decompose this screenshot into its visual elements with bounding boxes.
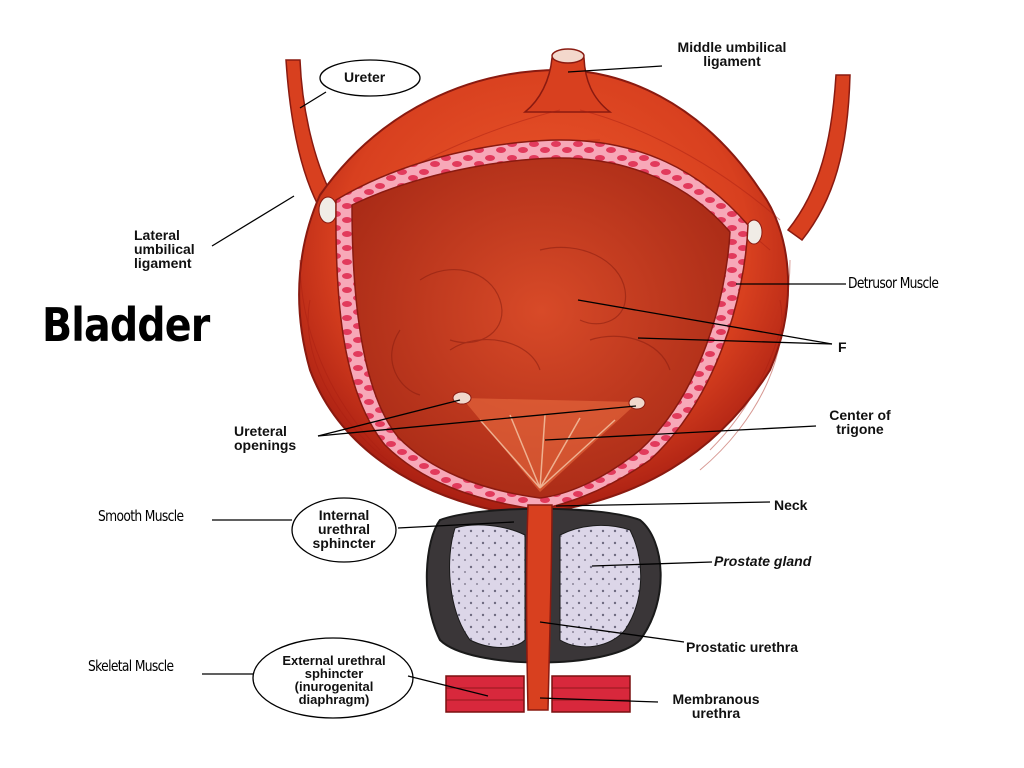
leader-ureteral-1 (317, 399, 461, 437)
external-sphincter-left (445, 675, 525, 713)
bladder-lumen (351, 157, 731, 499)
leader-middle-ligament (567, 65, 663, 73)
page-title: Bladder (42, 298, 210, 352)
leader-neck (555, 501, 771, 507)
label-ureter: Ureter (344, 69, 386, 85)
label-skeletal-muscle: Skeletal Muscle (88, 657, 174, 675)
label-middle-umbilical-ligament: Middle umbilical ligament (677, 39, 787, 69)
leader-ureter (299, 91, 327, 109)
left-ureteral-opening (452, 391, 472, 405)
trigone (462, 398, 638, 492)
label-membranous-urethra: Membranous urethra (672, 691, 760, 721)
label-prostate-gland: Prostate gland (714, 553, 812, 569)
leader-ureteral-2 (317, 405, 637, 437)
label-external-urethral-sphincter: External urethral sphincter (inurogenita… (282, 653, 386, 707)
prostate-right-lobe (559, 525, 642, 648)
left-lateral-umbilical-ligament (318, 196, 338, 224)
leader-f-1 (577, 299, 833, 345)
label-lateral-umbilical-ligament: Lateral umbilical ligament (134, 227, 195, 271)
label-ureteral-openings: Ureteral openings (234, 423, 297, 453)
label-neck: Neck (774, 497, 808, 513)
leader-lateral-ligament (211, 195, 295, 247)
ureter-callout (319, 59, 421, 97)
right-ureteral-opening (628, 396, 646, 410)
leader-membranous (539, 697, 659, 703)
internal-sphincter-callout (291, 497, 397, 563)
leader-f-2 (637, 337, 833, 345)
left-ureter (285, 59, 333, 207)
label-detrusor-muscle: Detrusor Muscle (848, 274, 939, 292)
external-sphincter-right (551, 675, 631, 713)
leader-trigone (544, 425, 817, 441)
leader-prostate (591, 561, 713, 567)
label-prostatic-urethra: Prostatic urethra (686, 639, 799, 655)
label-f: F (838, 339, 847, 355)
label-center-of-trigone: Center of trigone (829, 407, 891, 437)
leader-external-sphincter (407, 675, 489, 697)
middle-umbilical-ligament-tip (551, 48, 585, 64)
label-internal-urethral-sphincter: Internal urethral sphincter (312, 507, 376, 551)
leader-internal-sphincter (397, 521, 515, 529)
prostate-left-lobe (449, 524, 526, 648)
prostatic-urethra (525, 504, 553, 711)
external-sphincter-callout (252, 637, 414, 719)
label-smooth-muscle: Smooth Muscle (98, 507, 184, 525)
right-ureter (786, 74, 851, 242)
leader-prostatic-urethra (539, 621, 685, 643)
